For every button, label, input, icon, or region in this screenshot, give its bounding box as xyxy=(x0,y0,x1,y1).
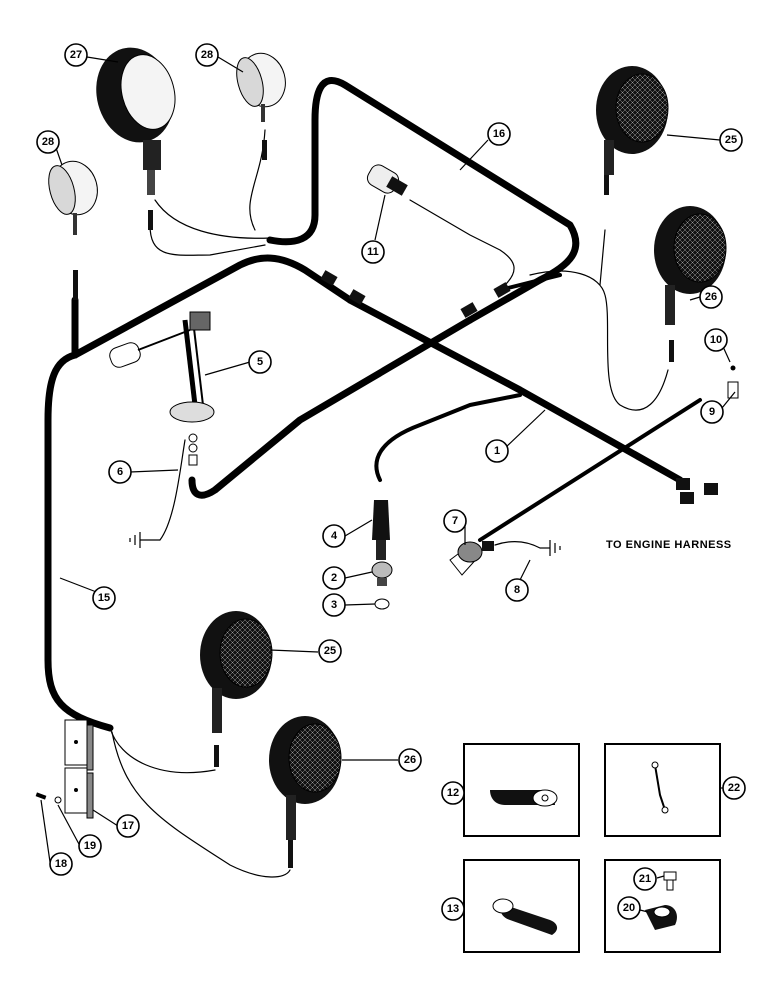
screw-18 xyxy=(35,792,47,800)
callout-25-top: 25 xyxy=(719,128,743,152)
svg-text:26: 26 xyxy=(705,291,717,303)
callout-22: 22 xyxy=(722,776,746,800)
svg-text:19: 19 xyxy=(84,840,96,852)
svg-text:1: 1 xyxy=(494,445,500,457)
svg-text:12: 12 xyxy=(447,787,459,799)
lead-wires xyxy=(109,129,669,878)
lamp-25-top xyxy=(596,66,669,175)
callout-8: 8 xyxy=(505,578,529,602)
svg-text:22: 22 xyxy=(728,782,740,794)
harness-16 xyxy=(266,77,580,324)
svg-text:7: 7 xyxy=(452,515,458,527)
svg-text:18: 18 xyxy=(55,858,67,870)
svg-text:15: 15 xyxy=(98,592,110,604)
svg-text:16: 16 xyxy=(493,128,505,140)
svg-text:5: 5 xyxy=(257,356,263,368)
callout-10: 10 xyxy=(704,328,728,352)
svg-text:26: 26 xyxy=(404,754,416,766)
lamp-26-right xyxy=(654,206,727,325)
callout-27: 27 xyxy=(64,43,88,67)
callout-7: 7 xyxy=(443,509,467,533)
fuel-sender-5 xyxy=(109,311,215,466)
ground-8 xyxy=(540,540,561,556)
inset-box-13 xyxy=(463,859,580,953)
harness-1 xyxy=(374,393,702,542)
svg-text:10: 10 xyxy=(710,334,722,346)
svg-text:11: 11 xyxy=(367,246,379,258)
callout-21: 21 xyxy=(633,867,657,891)
callout-9: 9 xyxy=(700,400,724,424)
svg-text:2: 2 xyxy=(331,572,337,584)
svg-text:20: 20 xyxy=(623,902,635,914)
callout-19: 19 xyxy=(78,834,102,858)
lamp-25-bottom xyxy=(200,611,273,733)
callout-13: 13 xyxy=(441,897,465,921)
ground-6 xyxy=(129,532,160,548)
svg-text:28: 28 xyxy=(42,136,54,148)
callout-17: 17 xyxy=(116,814,140,838)
svg-text:4: 4 xyxy=(331,530,338,542)
inset-box-22 xyxy=(604,743,721,837)
callout-18: 18 xyxy=(49,852,73,876)
callout-3: 3 xyxy=(322,593,346,617)
svg-text:8: 8 xyxy=(514,584,520,596)
sender-9-10 xyxy=(727,365,739,399)
engine-harness-caption: TO ENGINE HARNESS xyxy=(606,539,732,551)
svg-text:28: 28 xyxy=(201,49,213,61)
lamp-28-left xyxy=(48,160,98,235)
svg-text:27: 27 xyxy=(70,49,82,61)
svg-text:13: 13 xyxy=(447,903,459,915)
callout-2: 2 xyxy=(322,566,346,590)
bracket-17 xyxy=(64,719,94,819)
callout-26-right: 26 xyxy=(699,285,723,309)
svg-text:21: 21 xyxy=(639,873,651,885)
callout-26-bottom: 26 xyxy=(398,748,422,772)
callout-1: 1 xyxy=(485,439,509,463)
inset-box-12 xyxy=(463,743,580,837)
switch-7 xyxy=(449,541,494,576)
callout-5: 5 xyxy=(248,350,272,374)
lamp-28-top xyxy=(236,52,286,122)
svg-text:3: 3 xyxy=(331,599,337,611)
callout-16: 16 xyxy=(487,122,511,146)
sender-assembly-4-2-3 xyxy=(371,500,393,610)
washer-19 xyxy=(54,796,62,804)
harness-connectors xyxy=(73,140,718,868)
callout-12: 12 xyxy=(441,781,465,805)
svg-text:17: 17 xyxy=(122,820,134,832)
callout-4: 4 xyxy=(322,524,346,548)
svg-text:6: 6 xyxy=(117,466,123,478)
lamp-26-bottom xyxy=(269,716,342,840)
svg-text:9: 9 xyxy=(709,406,715,418)
lamp-27 xyxy=(96,47,176,195)
callout-20: 20 xyxy=(617,896,641,920)
callout-11: 11 xyxy=(361,240,385,264)
svg-text:25: 25 xyxy=(725,134,737,146)
main-harness-15 xyxy=(44,254,684,732)
callout-6: 6 xyxy=(108,460,132,484)
svg-text:25: 25 xyxy=(324,645,336,657)
callout-25-bottom: 25 xyxy=(318,639,342,663)
callout-28-left: 28 xyxy=(36,130,60,154)
switch-11 xyxy=(366,164,408,196)
callout-28-top: 28 xyxy=(195,43,219,67)
callout-15: 15 xyxy=(92,586,116,610)
